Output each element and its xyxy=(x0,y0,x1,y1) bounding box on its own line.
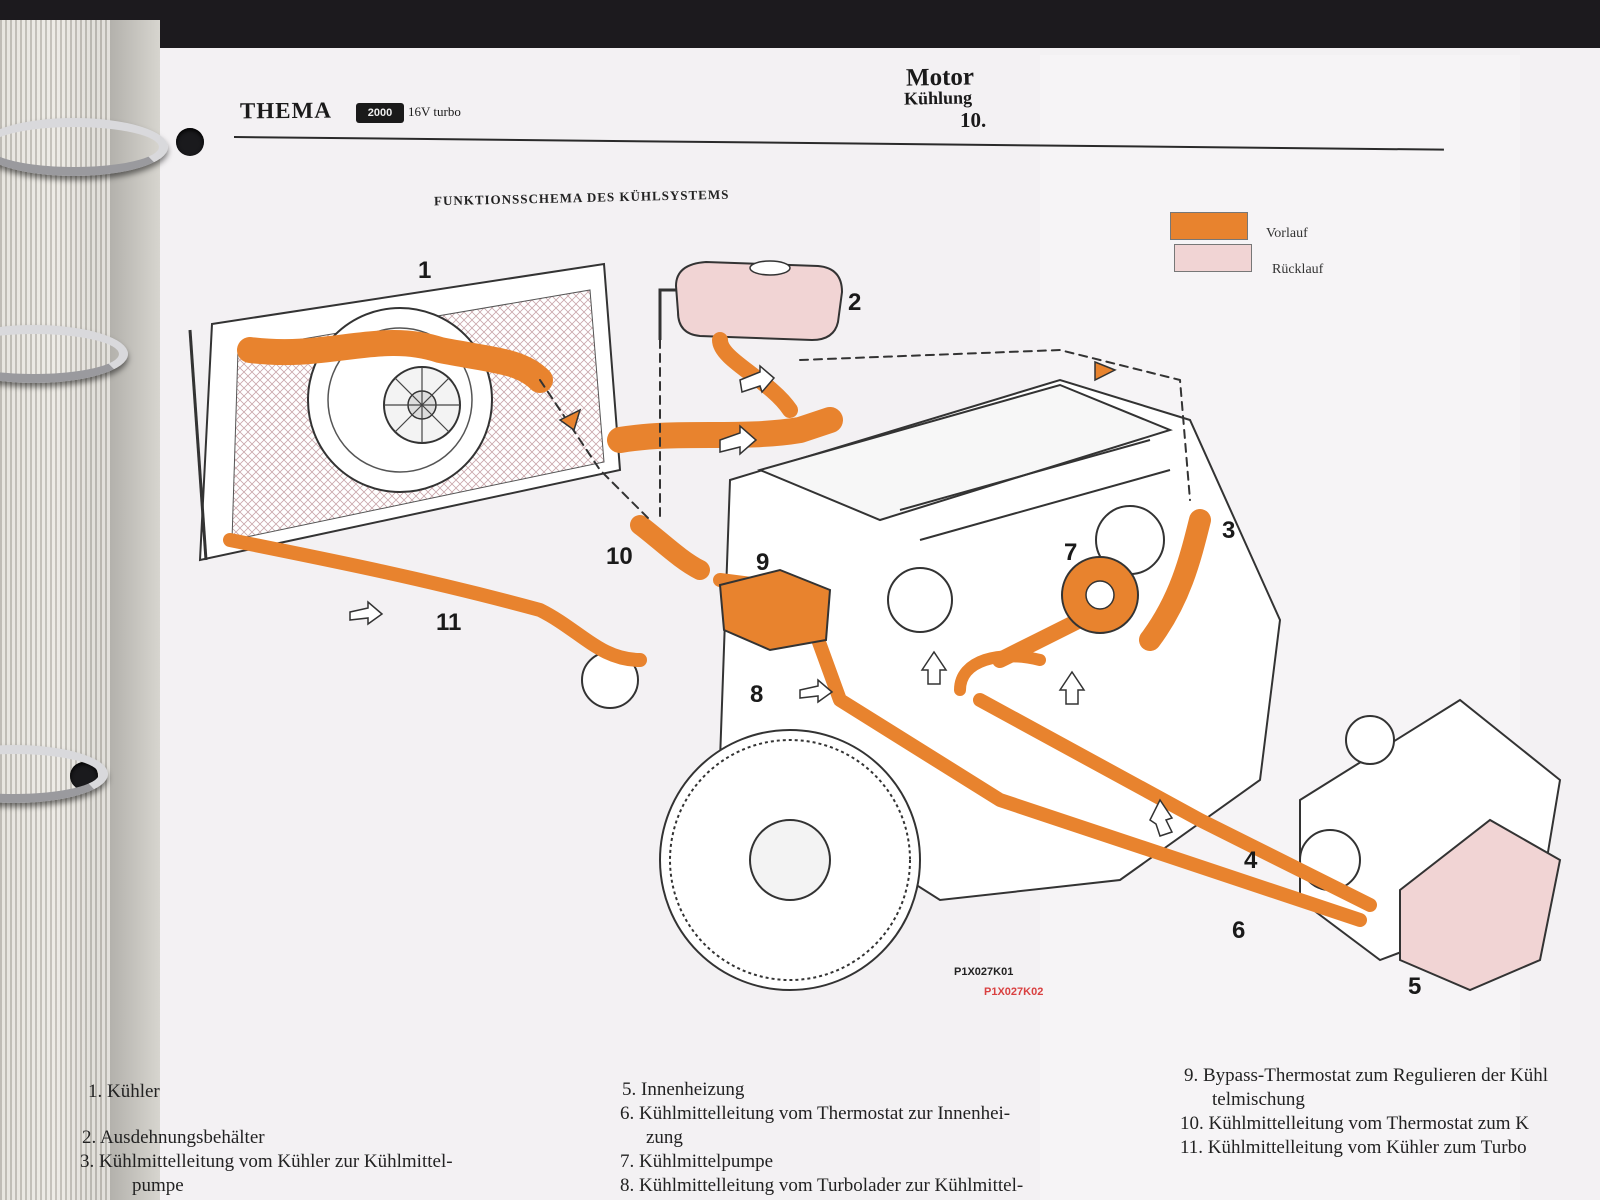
caption-3: 3. Kühlmittelleitung vom Kühler zur Kühl… xyxy=(80,1151,453,1172)
callout-3: 3 xyxy=(1222,517,1235,544)
section-number: 10. xyxy=(960,108,987,132)
callout-labels: 1 2 3 4 5 6 7 8 9 10 11 xyxy=(418,257,1421,1000)
caption-9: 9. Bypass-Thermostat zum Regulieren der … xyxy=(1184,1065,1549,1086)
caption-7: 7. Kühlmittelpumpe xyxy=(620,1151,774,1172)
caption-6-cont: zung xyxy=(646,1127,683,1148)
callout-1: 1 xyxy=(418,257,431,284)
caption-8: 8. Kühlmittelleitung vom Turbolader zur … xyxy=(620,1175,1024,1196)
flow-arrows xyxy=(349,360,1174,837)
callout-2: 2 xyxy=(848,289,861,316)
caption-9-cont: telmischung xyxy=(1212,1089,1305,1110)
callout-6: 6 xyxy=(1232,917,1245,944)
radiator xyxy=(188,262,622,562)
binder-ring-middle xyxy=(0,325,128,383)
caption-10: 10. Kühlmittelleitung vom Thermostat zum… xyxy=(1180,1113,1529,1134)
legend-label-vorlauf: Vorlauf xyxy=(1266,226,1308,241)
binder-edge xyxy=(0,20,160,1200)
callout-9: 9 xyxy=(756,549,769,576)
legend-swatch-vorlauf xyxy=(1170,212,1248,240)
callout-11: 11 xyxy=(436,609,461,636)
engine-block xyxy=(581,378,1282,991)
punch-hole-top xyxy=(176,128,204,156)
caption-6: 6. Kühlmittelleitung vom Thermostat zur … xyxy=(620,1103,1011,1124)
brand-badge: 2000 xyxy=(356,103,404,123)
binder-pages xyxy=(0,20,110,1200)
binder-ring-top xyxy=(0,118,168,176)
caption-2: 2. Ausdehnungsbehälter xyxy=(82,1127,265,1148)
legend-label-ruecklauf: Rücklauf xyxy=(1272,262,1324,277)
callout-7: 7 xyxy=(1064,539,1077,566)
brand-subtitle: 16V turbo xyxy=(408,104,461,119)
expansion-tank xyxy=(658,260,844,342)
caption-3-cont: pumpe xyxy=(132,1175,184,1196)
coolant-pump xyxy=(1061,556,1139,634)
figure-code: P1X027K01 xyxy=(954,966,1014,978)
callout-4: 4 xyxy=(1244,847,1258,874)
caption-1: 1. Kühler xyxy=(88,1081,160,1102)
callout-10: 10 xyxy=(606,543,633,570)
callout-8: 8 xyxy=(750,681,763,708)
callout-5: 5 xyxy=(1408,973,1421,1000)
binder-ring-bottom xyxy=(0,745,108,803)
thermostat-housing xyxy=(718,568,832,652)
heater-core xyxy=(1299,698,1562,992)
figure-code-alt: P1X027K02 xyxy=(984,986,1044,998)
legend-swatch-ruecklauf xyxy=(1174,244,1252,272)
caption-5: 5. Innenheizung xyxy=(622,1079,745,1100)
caption-11: 11. Kühlmittelleitung vom Kühler zum Tur… xyxy=(1180,1137,1527,1158)
